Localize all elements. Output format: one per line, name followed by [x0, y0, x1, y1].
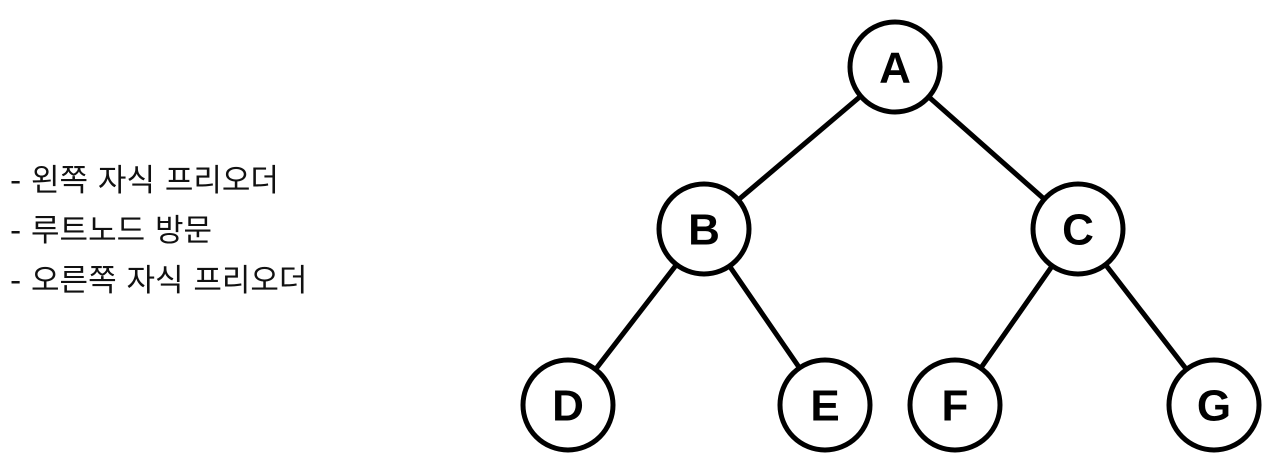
- node-c-label: C: [1062, 206, 1094, 255]
- node-d-circle: [520, 357, 616, 453]
- node-e: E: [777, 357, 873, 453]
- node-e-circle: [777, 357, 873, 453]
- node-c: C: [1030, 181, 1126, 277]
- node-c-circle: [1030, 181, 1126, 277]
- node-d-label: D: [552, 382, 584, 431]
- node-g-label: G: [1197, 382, 1231, 431]
- node-e-label: E: [810, 382, 839, 431]
- node-g-circle: [1166, 357, 1262, 453]
- node-a: A: [847, 19, 943, 115]
- node-b: B: [656, 181, 752, 277]
- node-f: F: [907, 357, 1003, 453]
- step-right-preorder: - 오른쪽 자식 프리오더: [10, 263, 308, 299]
- node-a-circle: [847, 19, 943, 115]
- node-f-circle: [907, 357, 1003, 453]
- node-f-label: F: [942, 382, 969, 431]
- node-b-label: B: [688, 206, 720, 255]
- node-b-circle: [656, 181, 752, 277]
- node-g: G: [1166, 357, 1262, 453]
- node-a-label: A: [879, 44, 911, 93]
- traversal-steps: - 왼쪽 자식 프리오더 - 루트노드 방문 - 오른쪽 자식 프리오더: [10, 156, 307, 306]
- node-d: D: [520, 357, 616, 453]
- step-left-preorder: - 왼쪽 자식 프리오더: [10, 163, 279, 199]
- tree-nodes: A B C D E F G: [520, 19, 1262, 453]
- step-visit-root: - 루트노드 방문: [10, 213, 213, 249]
